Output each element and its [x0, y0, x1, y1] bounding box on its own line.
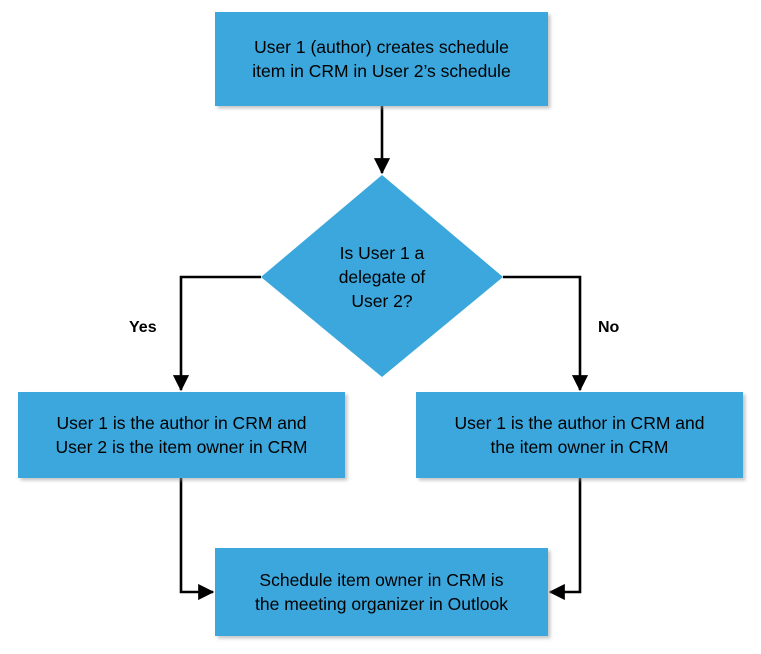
connector-decision-to-no — [503, 275, 589, 392]
node-start-shape — [215, 12, 548, 106]
connector-yes-to-final — [179, 478, 215, 601]
connector-decision-to-yes — [172, 275, 261, 392]
node-no-outcome-shape — [416, 392, 743, 478]
node-decision-shape — [261, 175, 503, 377]
edge-label-no: No — [598, 319, 620, 336]
edge-label-yes: Yes — [129, 319, 157, 336]
node-final-shape — [215, 548, 548, 636]
node-yes-outcome-shape — [18, 392, 345, 478]
connector-no-to-final — [548, 478, 582, 601]
